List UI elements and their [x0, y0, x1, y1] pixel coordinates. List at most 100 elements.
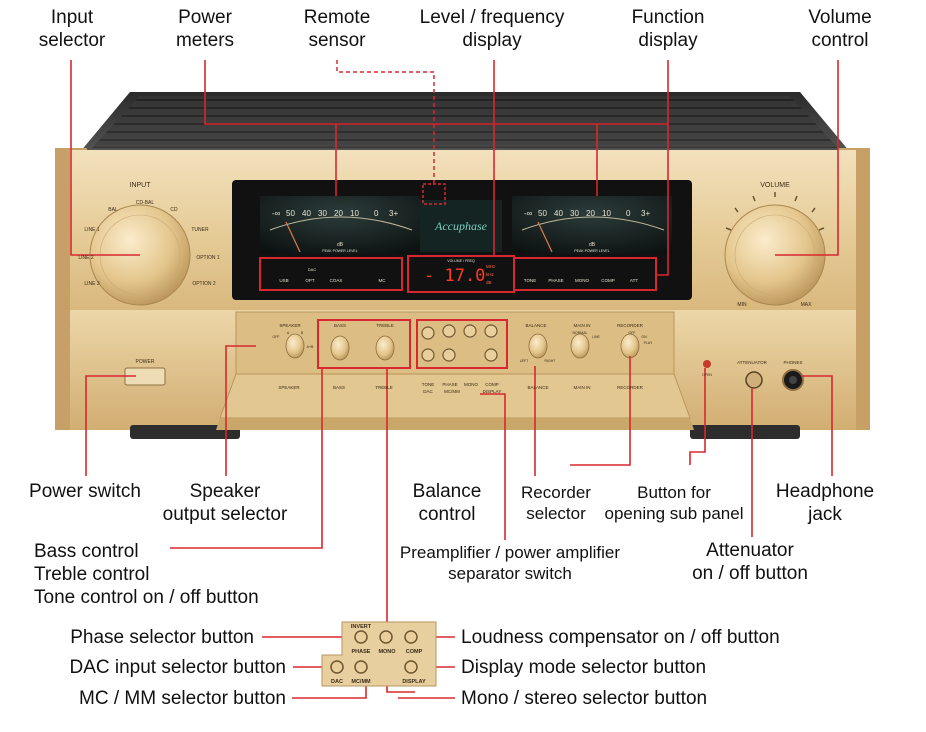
treble-knob	[375, 335, 395, 361]
right-meter-caption: PEAK POWER LEVEL	[574, 249, 609, 253]
left-meter-scale-0: -∞	[272, 209, 281, 218]
inset-display-button[interactable]	[404, 660, 418, 674]
callout-bass-treble-tone: Bass control Treble control Tone control…	[34, 541, 259, 608]
input-pos-option1: OPTION 1	[196, 255, 220, 261]
callout-phase-selector: Phase selector button	[70, 627, 254, 648]
sub-label-speaker: SPEAKER	[278, 385, 300, 390]
callout-dac-selector: DAC input selector button	[69, 657, 286, 678]
inset-display-label: DISPLAY	[402, 679, 426, 685]
right-meter-scale-4: 20	[586, 209, 595, 218]
attenuator-label: ATTENUATOR	[737, 360, 768, 365]
volume-scale	[725, 192, 825, 231]
sub-top-bass: BASS	[334, 323, 346, 328]
brand-panel	[420, 200, 502, 252]
recorder-pos-play: PLAY	[644, 341, 653, 345]
right-power-meter	[512, 196, 672, 254]
mc-indicator: MC	[379, 278, 387, 283]
right-meter-scale-5: 10	[602, 209, 611, 218]
right-foot	[690, 425, 800, 439]
sub-label-comp: COMP	[485, 382, 499, 387]
readout-caption: VOLUME / FREQ	[447, 259, 475, 263]
left-meter-scale-6: 0	[374, 209, 379, 218]
right-meter-unit: dB	[589, 242, 596, 248]
input-pos-line2: LINE 2	[78, 255, 94, 261]
speaker-pos-b: B	[301, 331, 304, 335]
left-meter-scale-4: 20	[334, 209, 343, 218]
brand-logo: Accuphase	[434, 219, 488, 233]
dac-input-opt: OPT	[305, 278, 315, 283]
input-pos-cd-bal: CD-BAL	[136, 200, 155, 206]
bass-treble-highlight	[317, 319, 411, 369]
inset-mcmm-button[interactable]	[354, 660, 368, 674]
left-meter-scale-5: 10	[350, 209, 359, 218]
callout-mono-stereo: Mono / stereo selector button	[461, 688, 708, 709]
left-power-meter	[260, 196, 420, 254]
inset-dac-label: DAC	[331, 679, 343, 685]
callout-sub-panel-button: Button for opening sub panel	[604, 483, 744, 523]
sub-label-display: DISPLAY	[483, 389, 502, 394]
sub-label-phase: PHASE	[442, 382, 457, 387]
recorder-knob	[620, 333, 640, 359]
input-pos-option2: OPTION 2	[192, 281, 216, 287]
level-readout: - 17.0	[424, 266, 485, 286]
func-att: ATT	[630, 278, 638, 283]
function-display-highlight	[513, 257, 657, 291]
left-meter-scale-1: 50	[286, 209, 295, 218]
inset-panel	[321, 621, 437, 687]
inset-comp-button[interactable]	[404, 630, 418, 644]
dac-button	[421, 348, 435, 362]
inset-phase-label: PHASE	[352, 649, 371, 655]
speaker-knob	[285, 333, 305, 359]
callout-lines	[70, 60, 839, 699]
volume-title: VOLUME	[760, 182, 790, 189]
func-mono: MONO	[575, 278, 589, 283]
callout-display-mode: Display mode selector button	[461, 657, 707, 678]
input-pos-line1: LINE 1	[84, 227, 100, 233]
top-cover	[80, 92, 850, 152]
balance-pos-right: RIGHT	[545, 359, 557, 363]
func-phase: PHASE	[548, 278, 563, 283]
right-meter-scale-6: 0	[626, 209, 631, 218]
callout-loudness: Loudness compensator on / off button	[461, 627, 780, 648]
sub-label-dac: DAC	[423, 389, 433, 394]
callout-preamp-separator: Preamplifier / power amplifier separator…	[399, 543, 621, 583]
power-label: POWER	[136, 359, 155, 365]
subpanel-buttons[interactable]	[421, 324, 498, 362]
volume-min: MIN	[737, 302, 747, 308]
inset-phase-button[interactable]	[354, 630, 368, 644]
sub-top-recorder: RECORDER	[617, 323, 644, 328]
left-meter-scale-2: 40	[302, 209, 311, 218]
sub-panel	[216, 311, 694, 430]
readout-unit-khz: kHz	[486, 272, 494, 277]
sub-panel-open-button[interactable]	[703, 360, 711, 368]
sub-top-treble: TREBLE	[376, 323, 394, 328]
attenuator-button[interactable]	[745, 371, 763, 389]
readout-unit-mhz: MHz	[486, 264, 496, 269]
inset-dac-button[interactable]	[330, 660, 344, 674]
buttons-highlight	[416, 319, 508, 369]
display-button	[484, 348, 498, 362]
inset-mono-button[interactable]	[379, 630, 393, 644]
left-meter-caption: PEAK POWER LEVEL	[322, 249, 357, 253]
sub-label-tone: TONE	[422, 382, 434, 387]
volume-max: MAX	[801, 302, 813, 308]
right-meter-scale-7: 3+	[641, 209, 650, 218]
input-pos-tuner: TUNER	[191, 227, 209, 233]
mc-mm-button	[442, 348, 456, 362]
recorder-pos-on: ON	[641, 335, 647, 339]
callout-volume-control: Volume control	[808, 7, 872, 51]
callout-level-display: Level / frequency display	[419, 7, 565, 51]
phase-button	[442, 324, 456, 338]
dac-input-usb: USB	[279, 278, 288, 283]
subpanel-knobs[interactable]	[285, 333, 640, 361]
main-in-pos-normal: NORMAL	[573, 331, 588, 335]
readout-unit-db: dB	[486, 280, 492, 285]
tone-button	[421, 326, 435, 340]
recorder-pos-off: OFF	[629, 331, 636, 335]
speaker-pos-a: A	[287, 331, 290, 335]
main-in-pos-line: LINE	[592, 335, 600, 339]
input-pos-line3: LINE 3	[84, 281, 100, 287]
dac-label: DAC	[308, 267, 317, 272]
balance-knob	[528, 333, 548, 359]
